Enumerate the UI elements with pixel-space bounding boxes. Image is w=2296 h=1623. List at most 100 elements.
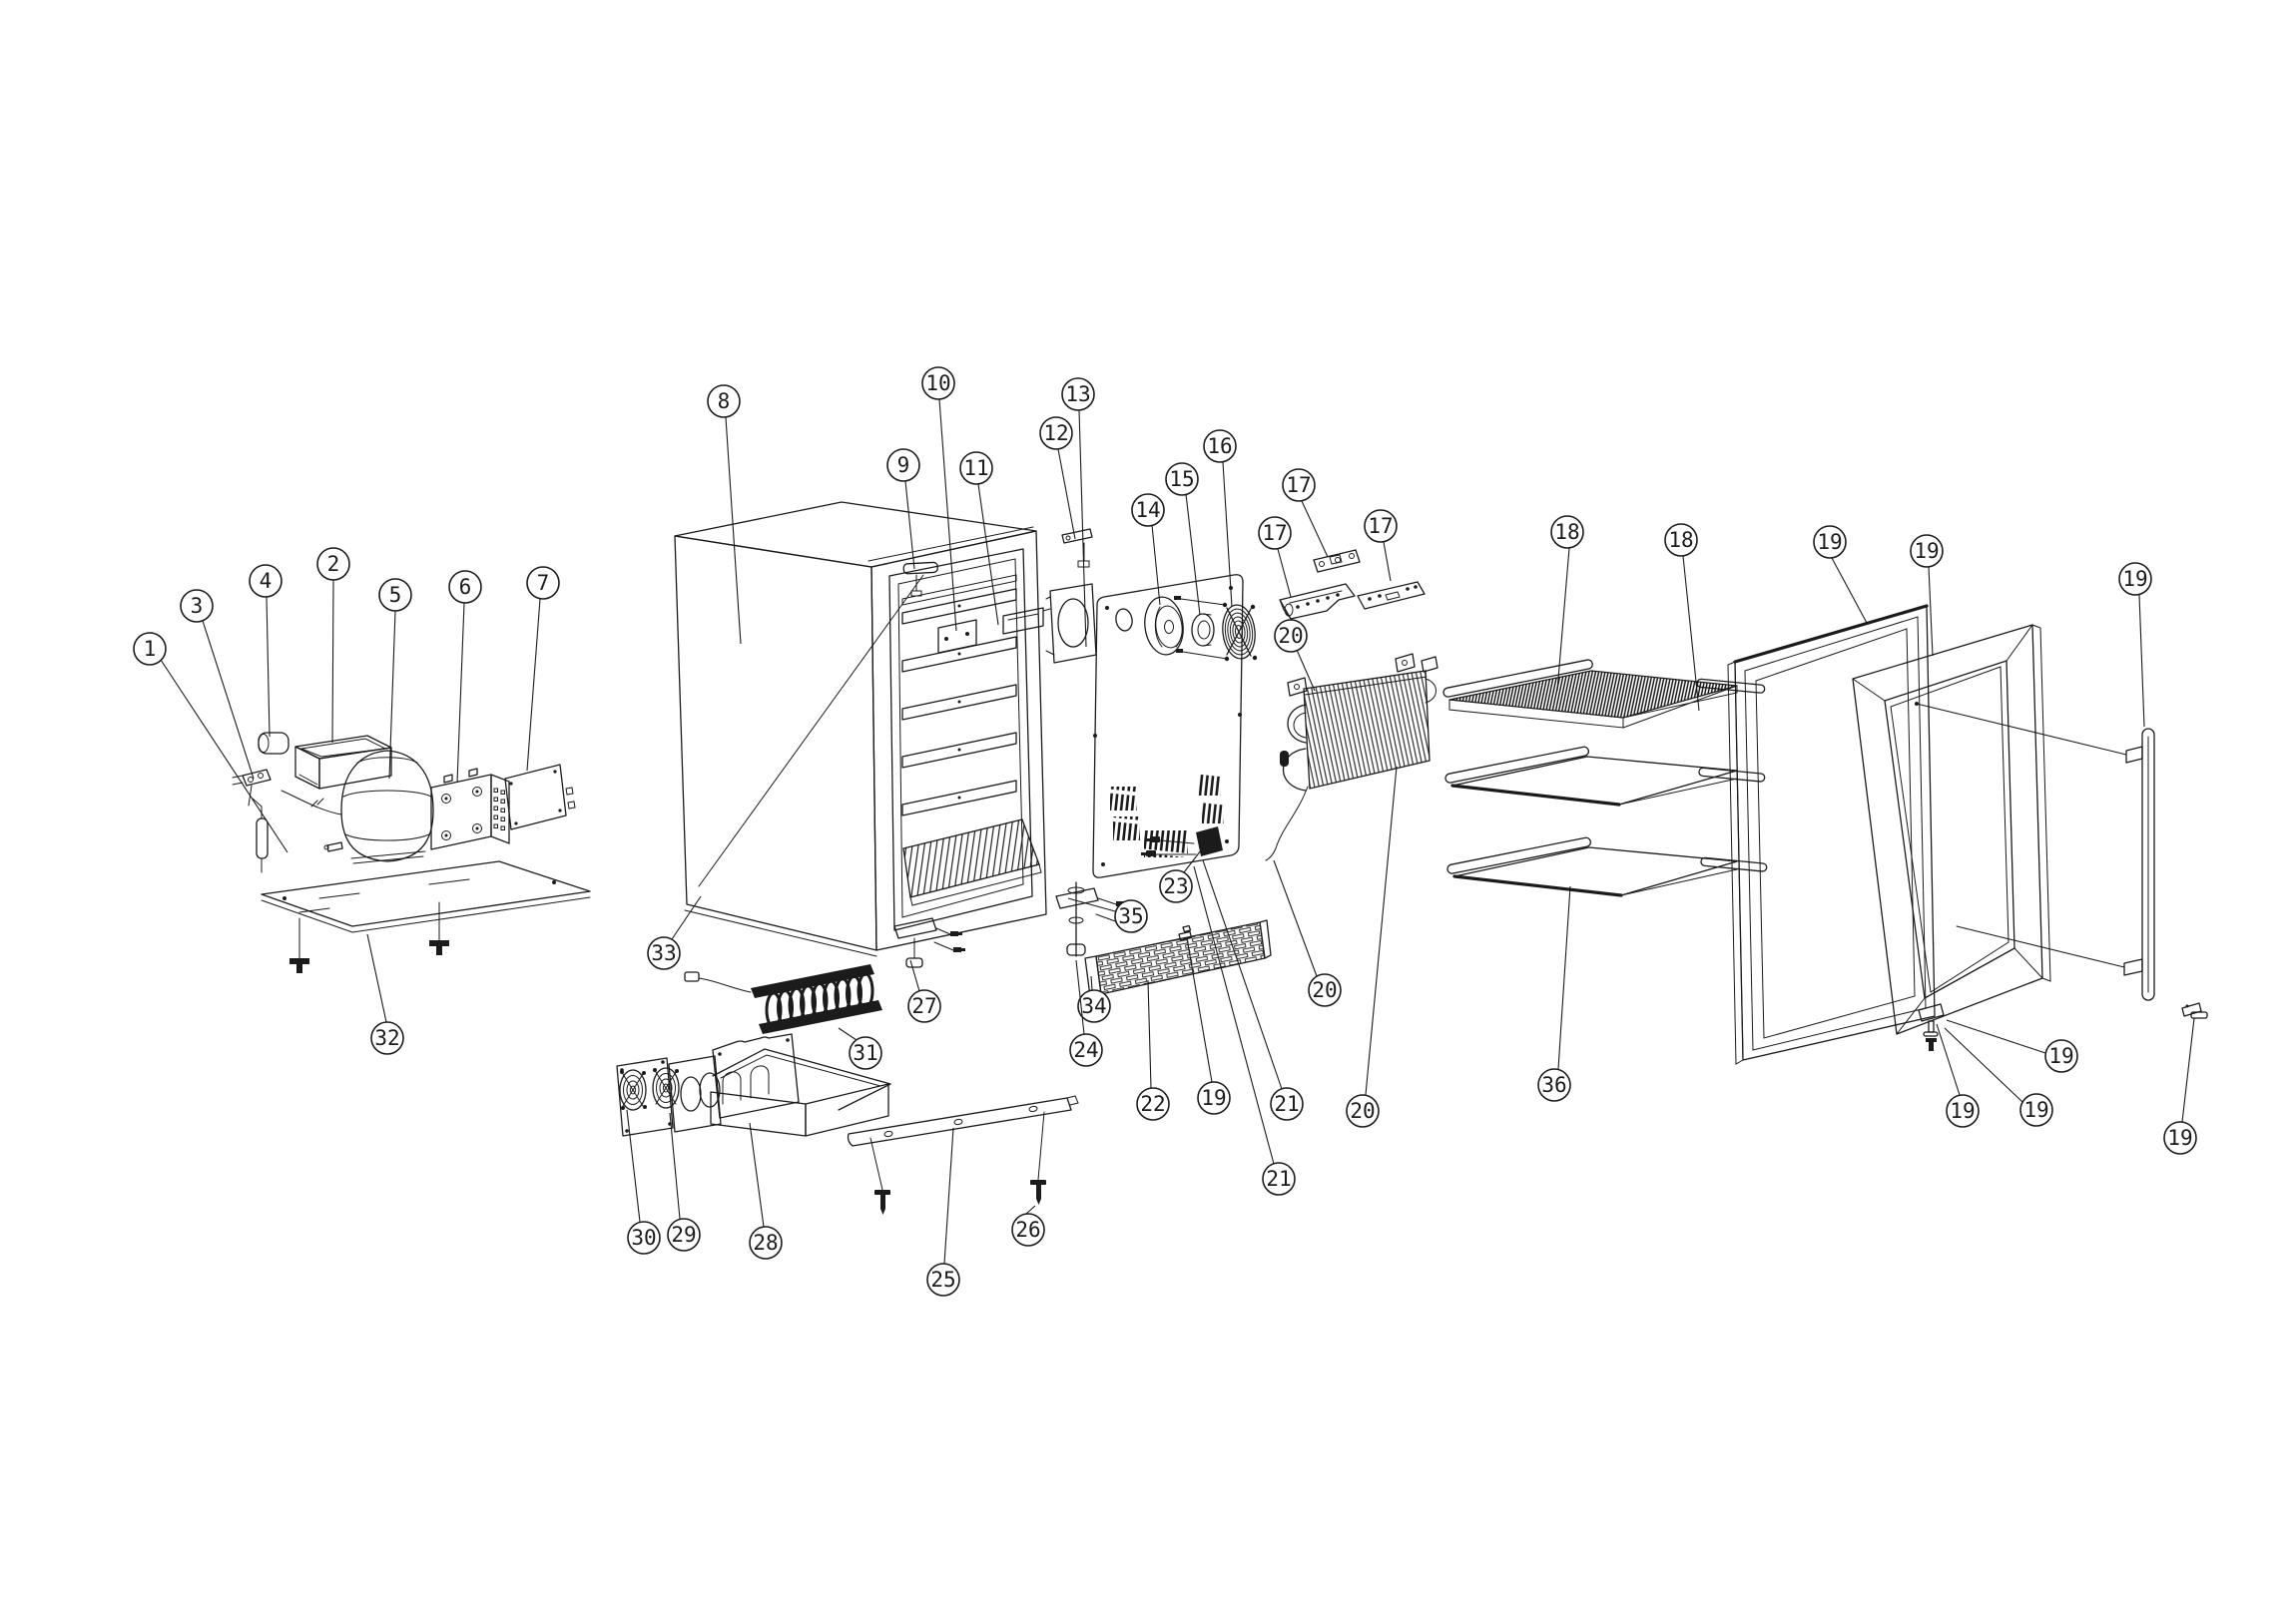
callout-10-label: 10 bbox=[925, 371, 950, 395]
callout-19-balloon bbox=[1910, 534, 1944, 568]
callout-34-label: 34 bbox=[1081, 994, 1106, 1018]
callout-5-label: 5 bbox=[389, 583, 402, 607]
hinge-bracket-upper-right bbox=[1061, 528, 1093, 568]
callout-19-balloon bbox=[1946, 1094, 1980, 1128]
callout-19-label: 19 bbox=[2122, 567, 2147, 591]
callout-17-label: 17 bbox=[1262, 521, 1287, 545]
leader-line-5 bbox=[388, 610, 396, 780]
shelf-rails bbox=[901, 574, 1017, 816]
callout-4-balloon bbox=[249, 564, 283, 598]
leader-line-15 bbox=[1185, 493, 1201, 616]
callout-9-label: 9 bbox=[897, 453, 910, 477]
condenser-fan bbox=[619, 1069, 647, 1111]
mounting-bolt bbox=[289, 917, 309, 973]
callout-19-balloon bbox=[1197, 1081, 1231, 1115]
fan-duct bbox=[1045, 583, 1097, 664]
callout-35-balloon bbox=[1114, 899, 1148, 933]
leader-line-36 bbox=[1557, 885, 1571, 1070]
leader-line-28 bbox=[749, 1122, 765, 1228]
callout-20-balloon bbox=[1346, 1094, 1380, 1128]
callout-18-label: 18 bbox=[1554, 520, 1579, 544]
callout-24-balloon bbox=[1069, 1033, 1103, 1067]
callout-19-balloon bbox=[2118, 562, 2152, 596]
leader-line-2 bbox=[331, 579, 334, 744]
thermostat-box bbox=[937, 619, 977, 654]
glass-shelf bbox=[1444, 746, 1738, 807]
panel-oval-vent bbox=[1115, 608, 1133, 632]
callout-15-balloon bbox=[1165, 462, 1199, 496]
leader-line-20 bbox=[1273, 859, 1318, 977]
callout-26-label: 26 bbox=[1015, 1218, 1040, 1242]
callout-33-label: 33 bbox=[651, 941, 676, 965]
cabinet-front-frame bbox=[870, 530, 1047, 951]
callout-5-balloon bbox=[378, 578, 412, 612]
callout-4-label: 4 bbox=[260, 569, 273, 593]
callout-17-balloon bbox=[1282, 468, 1316, 502]
callout-25-balloon bbox=[926, 1263, 960, 1297]
callout-14-label: 14 bbox=[1135, 498, 1160, 522]
hinge-cover-clip bbox=[2181, 1002, 2208, 1019]
fan-bracket bbox=[712, 1033, 800, 1119]
base-tray bbox=[710, 1048, 891, 1137]
mounting-bolt bbox=[429, 901, 449, 955]
callout-17-label: 17 bbox=[1368, 514, 1393, 538]
callout-3-label: 3 bbox=[191, 594, 204, 618]
callout-13-label: 13 bbox=[1065, 382, 1090, 406]
callout-28-balloon bbox=[749, 1226, 783, 1260]
lamp-assembly bbox=[1002, 607, 1051, 635]
leader-line-19 bbox=[1936, 1023, 1961, 1096]
callout-12-label: 12 bbox=[1043, 421, 1068, 445]
power-cord-block bbox=[1141, 826, 1223, 856]
callout-9-balloon bbox=[886, 448, 920, 482]
leader-line-19 bbox=[1186, 937, 1213, 1083]
callout-15-label: 15 bbox=[1169, 467, 1194, 491]
callout-13-balloon bbox=[1061, 377, 1095, 411]
leader-line-9 bbox=[904, 480, 915, 570]
callout-19-label: 19 bbox=[2023, 1098, 2048, 1122]
base-assembly bbox=[616, 919, 1272, 1215]
callout-21-label: 21 bbox=[1274, 1092, 1299, 1116]
fan-motor bbox=[1191, 613, 1215, 647]
leader-line-33 bbox=[671, 895, 702, 940]
callout-32-balloon bbox=[370, 1021, 404, 1055]
wire-shelf-rail-stub bbox=[1696, 678, 1766, 694]
leader-line-30 bbox=[626, 1109, 641, 1223]
callout-8-balloon bbox=[707, 384, 741, 418]
callout-7-label: 7 bbox=[537, 571, 550, 595]
compressor-base-plate bbox=[261, 860, 591, 927]
leader-line-31 bbox=[838, 1027, 858, 1041]
leader-line-19 bbox=[2181, 1017, 2195, 1123]
callout-19-label: 19 bbox=[1914, 539, 1939, 563]
leader-line-19 bbox=[1831, 557, 1868, 624]
callout-30-balloon bbox=[627, 1221, 661, 1255]
callout-23-balloon bbox=[1159, 869, 1193, 903]
glass-shelf-rail-stub bbox=[1698, 767, 1766, 783]
callout-25-label: 25 bbox=[930, 1268, 955, 1292]
callout-27-balloon bbox=[907, 989, 941, 1023]
rail-screw bbox=[1030, 1111, 1046, 1205]
callout-26-balloon bbox=[1011, 1213, 1045, 1247]
callout-21-balloon bbox=[1270, 1087, 1304, 1121]
leader-line-25 bbox=[943, 1127, 954, 1265]
callout-2-label: 2 bbox=[327, 552, 340, 576]
callout-19-balloon bbox=[2019, 1093, 2053, 1127]
callout-18-label: 18 bbox=[1668, 528, 1693, 552]
leader-line-4 bbox=[266, 596, 271, 738]
cabinet-left-face bbox=[674, 535, 877, 951]
leader-line-21 bbox=[1202, 859, 1283, 1090]
bracket-tray bbox=[1279, 583, 1356, 620]
leader-line-11 bbox=[977, 483, 999, 626]
bracket-strip bbox=[1313, 549, 1361, 573]
compressor-assembly bbox=[232, 732, 591, 973]
vented-grille bbox=[1084, 919, 1272, 997]
callout-27-label: 27 bbox=[911, 994, 936, 1018]
callout-6-label: 6 bbox=[459, 575, 472, 599]
leveling-foot-front-left bbox=[893, 917, 965, 968]
callout-19-label: 19 bbox=[1950, 1099, 1975, 1123]
leader-line-19 bbox=[1928, 566, 1934, 657]
callout-20-label: 20 bbox=[1278, 624, 1303, 648]
callout-20-balloon bbox=[1308, 973, 1342, 1007]
glass-shelf bbox=[1446, 836, 1738, 897]
